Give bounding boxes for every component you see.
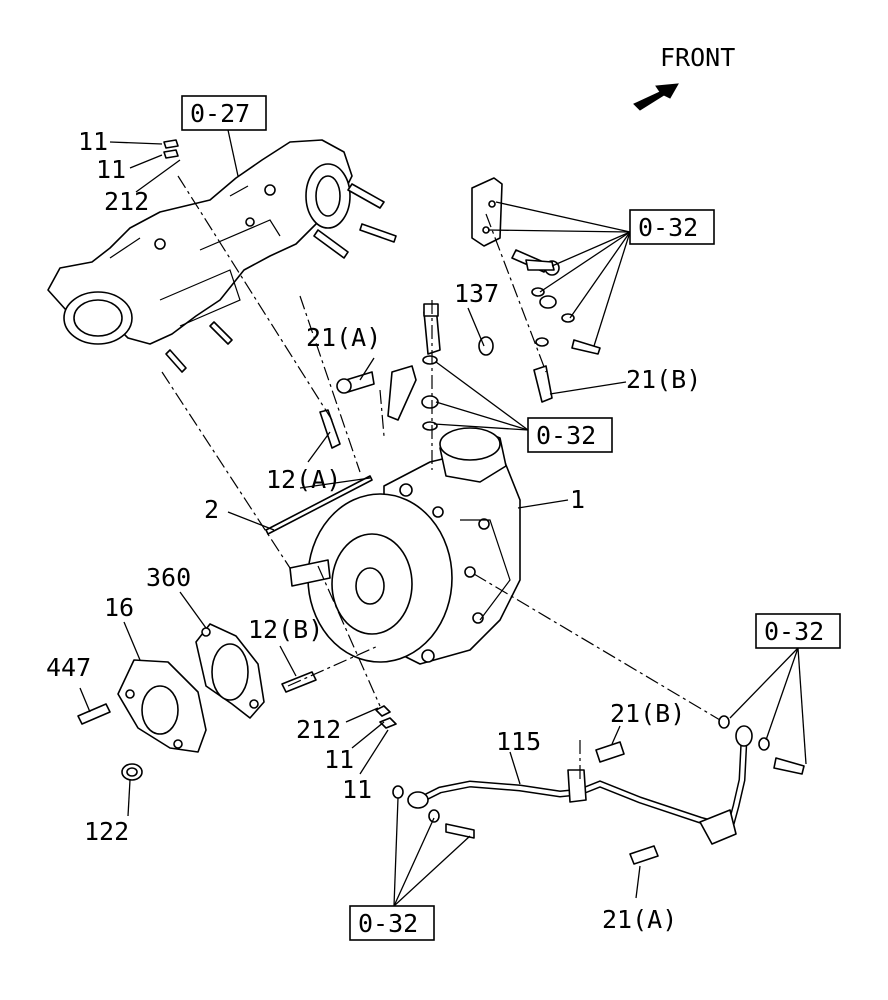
callout-12b: 12(B) bbox=[248, 615, 323, 644]
callout-11: 11 bbox=[96, 155, 126, 184]
reference-label: 0-32 bbox=[764, 617, 824, 646]
reference-box-0-32-bottom[interactable]: 0-32 bbox=[349, 905, 435, 941]
callout-11: 11 bbox=[324, 745, 354, 774]
bolt-11-lower bbox=[379, 717, 397, 729]
bolt-11-upper-a bbox=[163, 139, 179, 149]
turbocharger bbox=[289, 427, 521, 665]
callout-21b: 21(B) bbox=[626, 365, 701, 394]
stud-12a bbox=[319, 409, 341, 449]
bracket bbox=[471, 177, 560, 276]
oil-feed-pipe bbox=[336, 259, 601, 431]
bolt-212-lower bbox=[375, 705, 391, 717]
callout-11: 11 bbox=[342, 775, 372, 804]
callout-137: 137 bbox=[454, 279, 499, 308]
reference-label: 0-27 bbox=[190, 99, 250, 128]
nut-122 bbox=[121, 763, 143, 781]
front-label: FRONT bbox=[660, 43, 735, 72]
callout-212: 212 bbox=[104, 187, 149, 216]
reference-box-0-32-right[interactable]: 0-32 bbox=[755, 613, 841, 649]
reference-label: 0-32 bbox=[638, 213, 698, 242]
gasket-2 bbox=[265, 475, 373, 535]
callout-1: 1 bbox=[570, 485, 585, 514]
alignment-lines bbox=[161, 175, 721, 780]
callout-21a: 21(A) bbox=[602, 905, 677, 934]
reference-box-0-27[interactable]: 0-27 bbox=[181, 95, 267, 131]
callout-21b: 21(B) bbox=[610, 699, 685, 728]
reference-box-0-32-top[interactable]: 0-32 bbox=[629, 209, 715, 245]
reference-label: 0-32 bbox=[358, 909, 418, 938]
callout-11: 11 bbox=[78, 127, 108, 156]
callout-12a: 12(A) bbox=[266, 465, 341, 494]
callout-212: 212 bbox=[296, 715, 341, 744]
callout-16: 16 bbox=[104, 593, 134, 622]
callout-360: 360 bbox=[146, 563, 191, 592]
front-arrow-icon bbox=[633, 83, 679, 111]
callout-447: 447 bbox=[46, 653, 91, 682]
callout-115: 115 bbox=[496, 727, 541, 756]
callout-labels: 11 11 212 137 21(A) 21(B) 12(A) 2 1 360 … bbox=[46, 127, 701, 934]
front-indicator: FRONT bbox=[633, 43, 735, 111]
stud-12b bbox=[281, 671, 317, 693]
leader-lines bbox=[79, 129, 807, 907]
oil-return-pipe bbox=[392, 715, 805, 865]
callout-122: 122 bbox=[84, 817, 129, 846]
reference-label: 0-32 bbox=[536, 421, 596, 450]
bolt-11-upper-b bbox=[163, 149, 179, 159]
callout-2: 2 bbox=[204, 495, 219, 524]
gasket-360 bbox=[195, 623, 265, 719]
callout-21a: 21(A) bbox=[306, 323, 381, 352]
stud-447 bbox=[77, 703, 111, 725]
reference-box-0-32-middle[interactable]: 0-32 bbox=[527, 417, 613, 453]
exhaust-manifold bbox=[47, 139, 397, 373]
flange-16 bbox=[117, 659, 207, 753]
